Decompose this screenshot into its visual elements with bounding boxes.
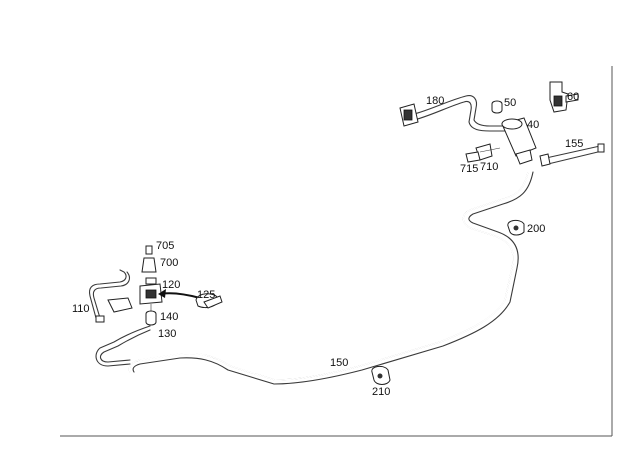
hose-155 [539, 143, 605, 167]
parts-710-715 [465, 143, 501, 163]
callout-50: 50 [504, 97, 516, 109]
part-60 [549, 81, 579, 113]
callout-40: 40 [527, 119, 539, 131]
callout-140: 140 [160, 311, 178, 323]
callout-715: 715 [460, 163, 478, 175]
fuel-line-150 [128, 171, 534, 385]
callout-150: 150 [330, 357, 348, 369]
clamp-125 [195, 293, 223, 309]
callout-155: 155 [565, 138, 583, 150]
callout-710: 710 [480, 161, 498, 173]
callout-60: 60 [567, 91, 579, 103]
callout-200: 200 [527, 223, 545, 235]
arrow-125 [158, 289, 201, 299]
callout-130: 130 [158, 328, 176, 340]
filter-assembly [139, 245, 163, 312]
callout-700: 700 [160, 257, 178, 269]
callout-210: 210 [372, 386, 390, 398]
callout-120: 120 [162, 279, 180, 291]
hose-130 [95, 325, 151, 367]
hose-180 [399, 95, 506, 132]
part-140 [145, 310, 157, 326]
callout-180: 180 [426, 95, 444, 107]
callout-705: 705 [156, 240, 174, 252]
part-50 [491, 100, 503, 114]
clip-200 [507, 219, 525, 236]
pump-40 [501, 117, 537, 165]
line-110 [88, 269, 133, 323]
callout-125: 125 [197, 289, 215, 301]
callout-110: 110 [72, 303, 90, 315]
clip-210 [371, 365, 391, 385]
